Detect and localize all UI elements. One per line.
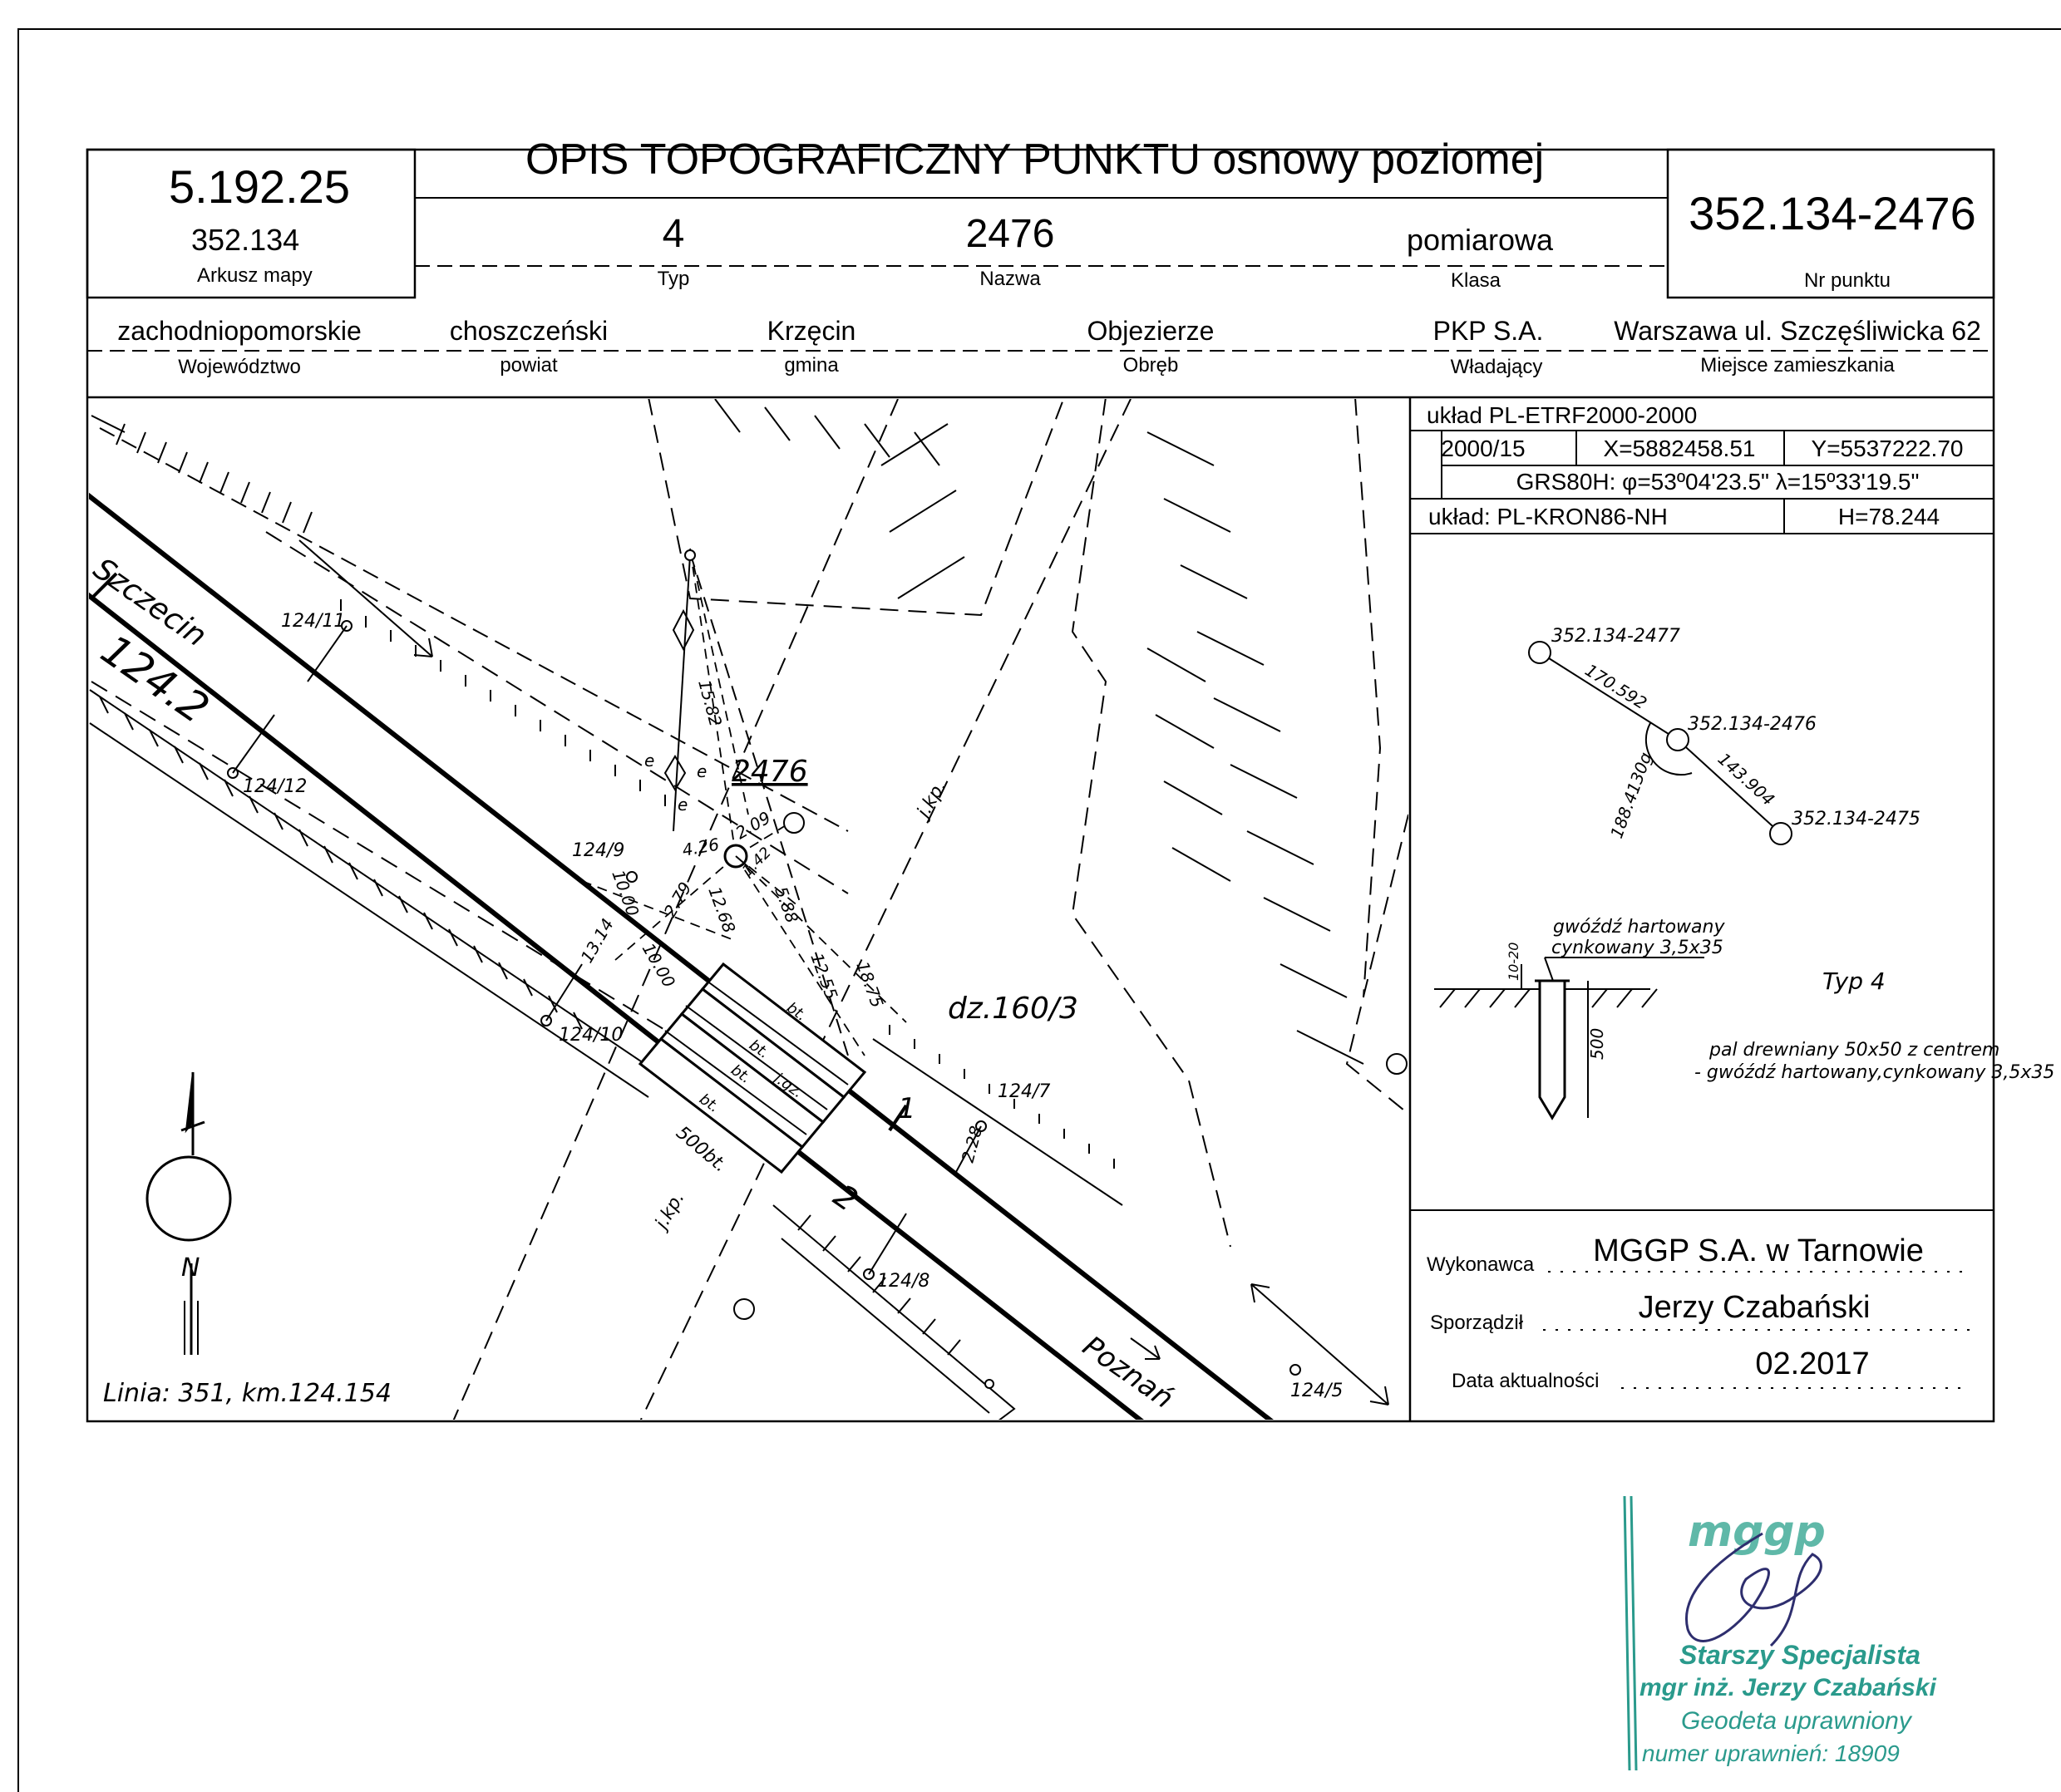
coordinate-system: układ PL-ETRF2000-2000 [1427,402,1698,428]
name-label: Nazwa [979,268,1041,290]
distance-label: 15.82 [694,677,726,729]
marker-sketch: gwóźdź hartowany cynkowany 3,5x35 10-20 … [1434,917,2054,1120]
sketch-dist-bc: 143.904 [1714,749,1779,810]
jkp-label-2: j.kp. [650,1189,689,1235]
title: OPIS TOPOGRAFICZNY PUNKTU osnowy poziome… [525,135,1545,184]
point-label: 2476 [732,755,808,789]
x-coordinate: X=5882458.51 [1603,436,1756,461]
nail-line2: cynkowany 3,5x35 [1551,938,1723,958]
distance-label: 5.88 [771,884,802,926]
distance-label: 500bt. [672,1122,731,1176]
signature [1685,1532,1822,1647]
contractor-label: Wykonawca [1427,1253,1535,1276]
map-sheet-main: 5.192.25 [169,160,350,213]
distance-label: 12.68 [704,884,739,936]
zone: 2000/15 [1441,436,1526,461]
height-value: H=78.244 [1837,504,1940,529]
grs-coordinates: GRS80H: φ=53º04'23.5" λ=15º33'19.5" [1516,469,1920,495]
parcel-label: dz.160/3 [948,992,1078,1026]
sketch-point-a: 352.134-2477 [1551,626,1680,647]
contractor: MGGP S.A. w Tarnowie [1593,1233,1924,1268]
e-label: e [644,751,654,770]
stamp-line2: mgr inż. Jerzy Czabański [1639,1674,1936,1701]
sketch-angle: 188.4130g [1606,750,1656,841]
north-label: N [181,1253,200,1282]
distance-label: 12.55 [806,951,841,1002]
county-label: powiat [500,354,558,377]
nail-line1: gwóźdź hartowany [1553,917,1725,938]
point-number: 352.134-2476 [1689,187,1976,239]
depth-label: 500 [1587,1028,1607,1060]
depth-top: 10-20 [1506,943,1521,982]
class-value: pomiarowa [1406,223,1554,257]
post-124-8: 124/8 [877,1271,929,1292]
commune: Krzęcin [767,316,856,346]
distance-label: 13.14 [577,915,618,967]
sketch-point-b: 352.134-2476 [1688,714,1817,735]
distance-label: 4.26 [681,834,721,860]
jkp-label-1: j.kp. [912,777,951,824]
sketch-dist-ab: 170.592 [1581,660,1650,713]
type-caption: Typ 4 [1822,967,1886,995]
track-2-line [89,592,1144,1420]
distance-label: 2.79 [660,879,696,921]
post-124-10: 124/10 [559,1025,623,1046]
post-124-5: 124/5 [1290,1381,1343,1401]
date-label: Data aktualności [1452,1370,1600,1392]
marker-desc-1: pal drewniany 50x50 z centrem [1708,1040,1999,1061]
owner-label: Władający [1450,356,1543,378]
stamp-line4: numer uprawnień: 18909 [1642,1740,1900,1766]
owner: PKP S.A. [1432,316,1544,346]
map-sheet-label: Arkusz mapy [197,264,313,287]
precinct-label: Obręb [1122,354,1179,377]
residence: Warszawa ul. Szczęśliwicka 62 [1614,316,1981,346]
voivodeship: zachodniopomorskie [117,316,362,346]
track-1-line [89,492,1274,1420]
precinct: Objezierze [1087,316,1215,346]
type-label: Typ [657,268,690,290]
e-label: e [678,795,688,815]
marker-desc-2: - gwóźdź hartowany,cynkowany 3,5x35 [1694,1062,2054,1083]
point-number-label: Nr punktu [1803,269,1891,292]
city-poznan: Poznań [1077,1330,1180,1415]
post-124-9: 124/9 [572,840,624,861]
stamp-line3: Geodeta uprawniony [1681,1707,1911,1735]
e-label: e [697,761,707,781]
date-value: 02.2017 [1755,1346,1870,1381]
site-map: Szczecin 124.2 Poznań 2476 dz.160/3 Lini… [87,399,1408,1420]
distance-label: 18.75 [852,959,887,1011]
city-szczecin: Szczecin [87,552,213,654]
residence-label: Miejsce zamieszkania [1700,354,1895,377]
class-label: Klasa [1450,269,1501,292]
county: choszczeński [449,316,609,346]
voivodeship-label: Województwo [178,356,301,378]
name-value: 2476 [965,212,1055,256]
line-info: Linia: 351, km.124.154 [103,1379,392,1408]
height-system: układ: PL-KRON86-NH [1428,504,1668,529]
stamp-logo: mggp [1688,1507,1826,1557]
post-124-11: 124/11 [281,611,345,632]
distance-label: 2.09 [732,807,775,843]
prepared-by: Jerzy Czabański [1638,1290,1871,1325]
y-coordinate: Y=5537222.70 [1811,436,1964,461]
type-value: 4 [662,212,685,256]
distance-label: 2.28 [958,1124,987,1164]
prepared-label: Sporządził [1430,1312,1524,1334]
sketch-point-c: 352.134-2475 [1792,809,1920,830]
map-sheet-sub: 352.134 [191,223,300,257]
stamp-line1: Starszy Specjalista [1679,1640,1920,1670]
track-1-label: 1 [898,1092,916,1125]
orientation-sketch: 352.134-2477 352.134-2476 352.134-2475 1… [1528,626,1920,845]
mggp-stamp: mggp [1623,1495,1826,1771]
commune-label: gmina [784,354,839,377]
post-124-12: 124/12 [243,776,307,797]
post-124-7: 124/7 [998,1081,1050,1102]
